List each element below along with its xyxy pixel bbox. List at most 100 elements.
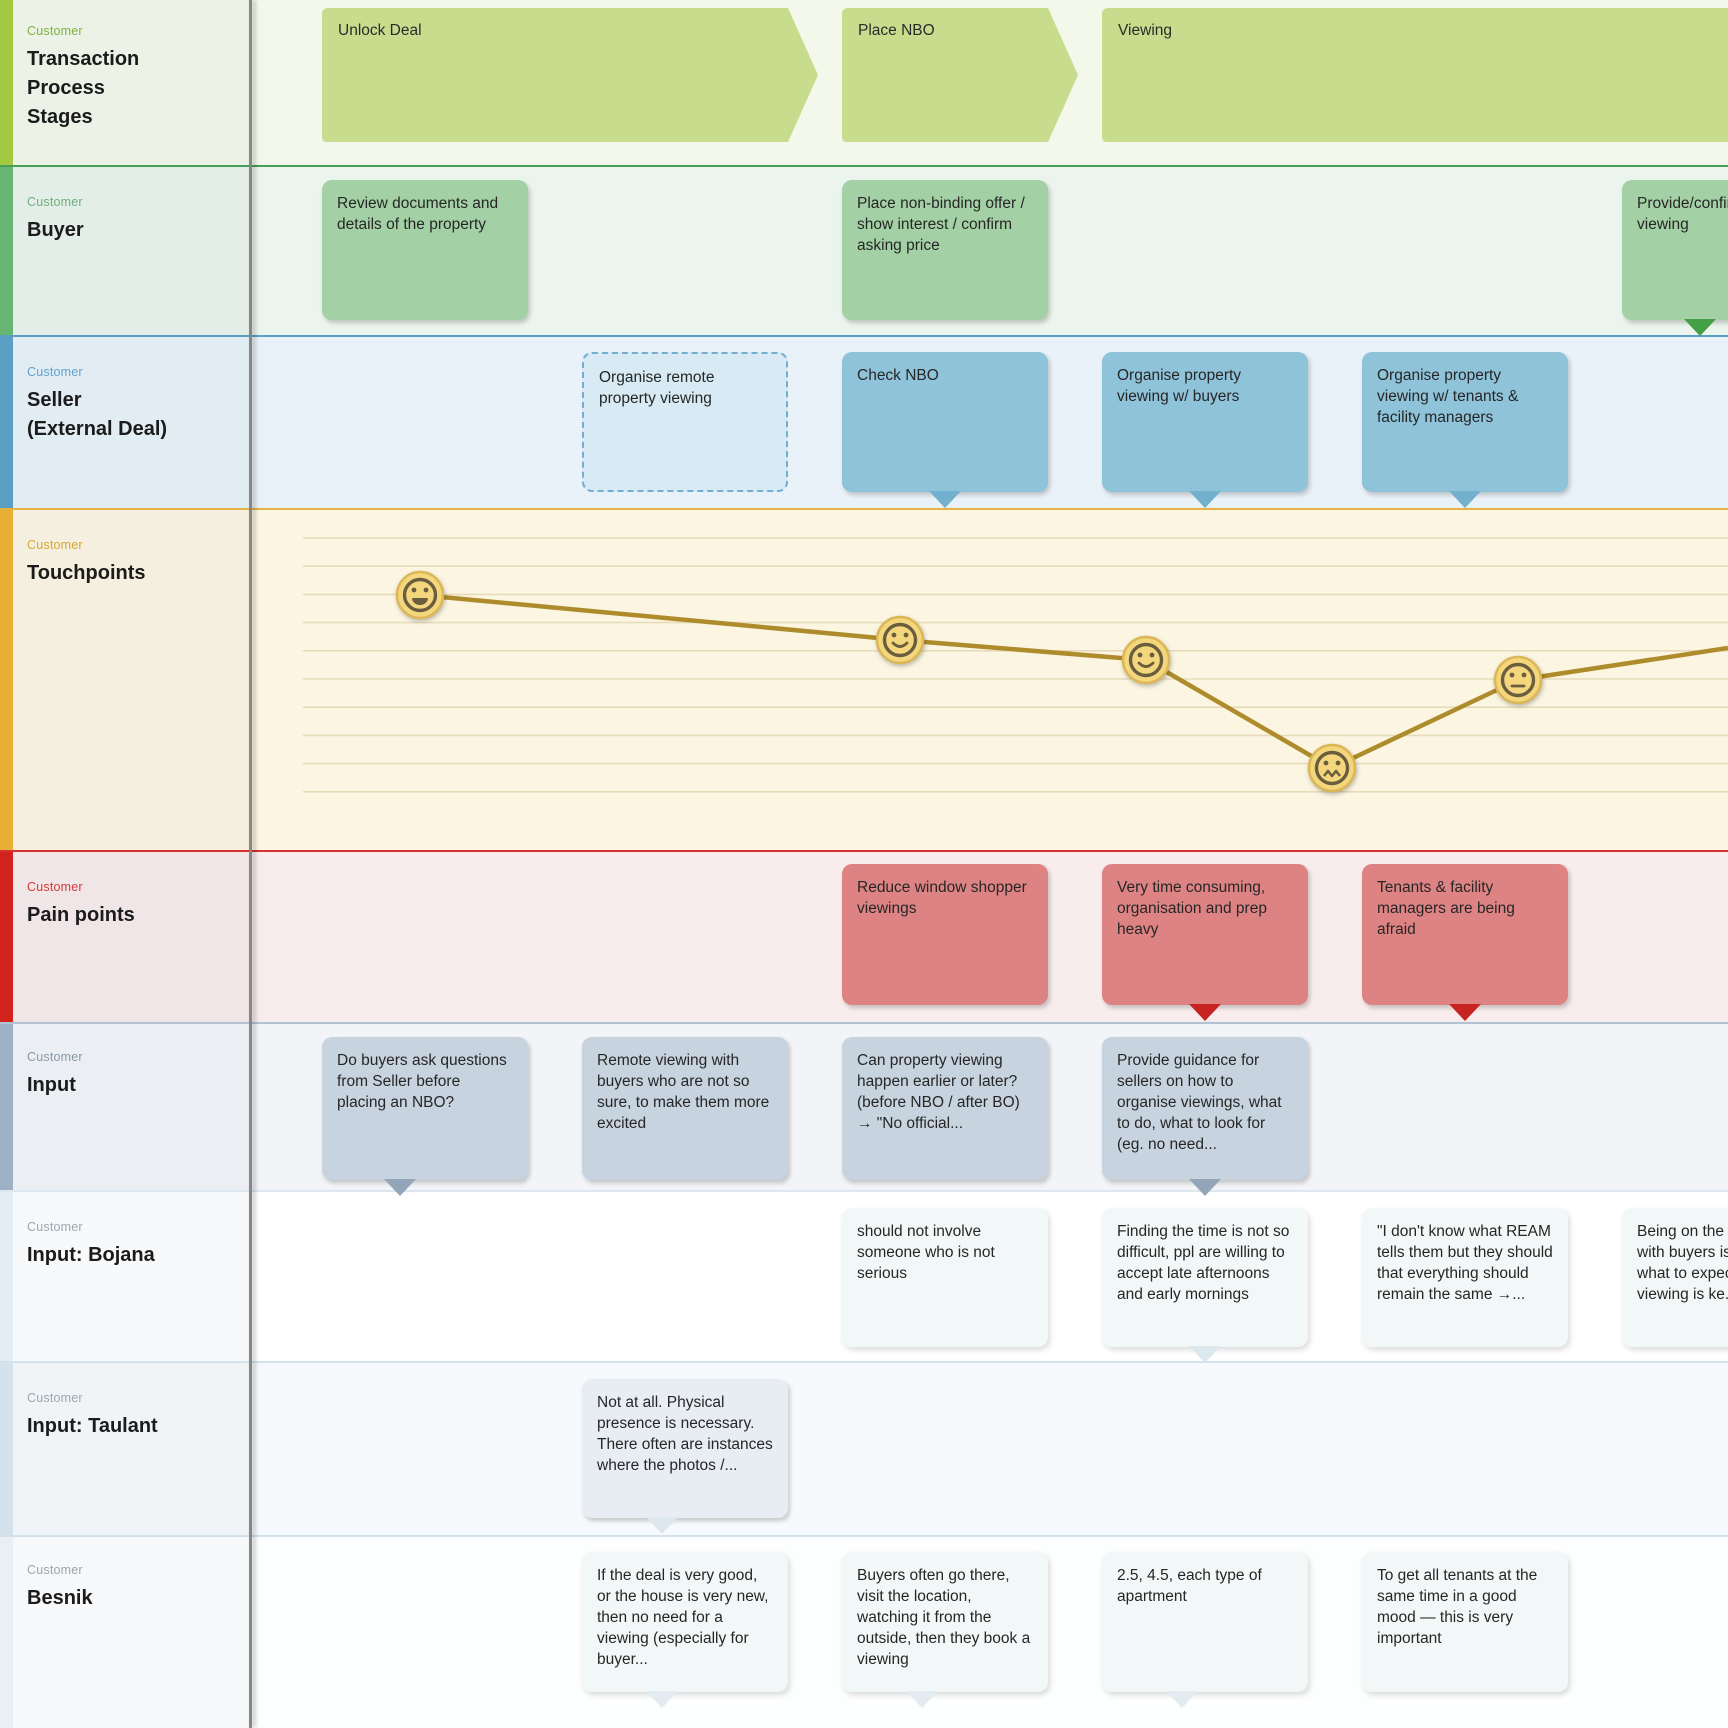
row-title: Besnik xyxy=(27,1587,93,1609)
row-title: Input: Bojana xyxy=(27,1244,155,1266)
row-label-cell xyxy=(13,167,252,335)
bubble-same-page-with-buyers[interactable]: Being on the same page with buyers is im… xyxy=(1622,1208,1728,1347)
customer-tag: Customer xyxy=(27,1391,83,1405)
row-header: Customer Pain points xyxy=(27,880,135,930)
bubble-tail xyxy=(842,1146,854,1180)
row-title: Input: Taulant xyxy=(27,1415,158,1437)
row-label-cell xyxy=(13,1363,252,1535)
bubble-text: To get all tenants at the same time in a… xyxy=(1377,1567,1538,1647)
bubble-viewing-earlier-later[interactable]: Can property viewing happen earlier or l… xyxy=(842,1037,1048,1180)
stage-label: Viewing xyxy=(1118,22,1173,39)
row-title: Touchpoints xyxy=(27,562,146,584)
row-title: Input xyxy=(27,1074,76,1096)
sticky-text: Reduce window shopper viewings xyxy=(857,879,1027,917)
bubble-ream-tells-them[interactable]: "I don't know what REAM tells them but t… xyxy=(1362,1208,1568,1347)
sentiment-line xyxy=(419,592,1728,771)
bubble-finding-time[interactable]: Finding the time is not so difficult, pp… xyxy=(1102,1208,1308,1347)
sticky-time-consuming[interactable]: Very time consuming, organisation and pr… xyxy=(1102,864,1308,1005)
row-color-bar xyxy=(0,852,13,1022)
sticky-text: Organise remote property viewing xyxy=(599,369,715,407)
sticky-text: Place non-binding offer / show interest … xyxy=(857,195,1025,254)
bubble-tail xyxy=(1102,1146,1114,1180)
sticky-organise-viewing-tenants[interactable]: Organise property viewing w/ tenants & f… xyxy=(1362,352,1568,492)
frame-divider-line xyxy=(249,0,252,1728)
bubble-all-tenants-good-mood[interactable]: To get all tenants at the same time in a… xyxy=(1362,1552,1568,1692)
row-label-cell xyxy=(13,1024,252,1190)
emoji-smile-icon[interactable] xyxy=(1121,635,1171,685)
emoji-smile-icon[interactable] xyxy=(875,615,925,665)
row-title: Transaction Process Stages xyxy=(27,48,140,128)
row-label-cell xyxy=(13,1192,252,1361)
row-color-bar xyxy=(0,167,13,335)
row-color-bar xyxy=(0,1192,13,1361)
bubble-text: Buyers often go there, visit the locatio… xyxy=(857,1567,1031,1668)
row-label-cell xyxy=(13,852,252,1022)
sticky-provide-confirm-viewing[interactable]: Provide/confirm property viewing xyxy=(1622,180,1728,320)
stage-arrow-unlock-deal[interactable]: Unlock Deal xyxy=(322,8,818,142)
sticky-text: Organise property viewing w/ tenants & f… xyxy=(1377,367,1519,426)
sticky-organise-remote-viewing[interactable]: Organise remote property viewing xyxy=(582,352,788,492)
bubble-text: Not at all. Physical presence is necessa… xyxy=(597,1394,773,1474)
bubble-apartment-types[interactable]: 2.5, 4.5, each type of apartment xyxy=(1102,1552,1308,1692)
row-color-bar xyxy=(0,0,13,165)
bubble-text: Can property viewing happen earlier or l… xyxy=(857,1052,1020,1132)
row-color-bar xyxy=(0,1024,13,1190)
bubble-text: 2.5, 4.5, each type of apartment xyxy=(1117,1567,1262,1605)
sticky-check-nbo[interactable]: Check NBO xyxy=(842,352,1048,492)
sticky-text: Tenants & facility managers are being af… xyxy=(1377,879,1515,938)
bubble-tail xyxy=(582,1146,594,1180)
row-header: Customer Besnik xyxy=(27,1563,93,1613)
sticky-reduce-window-shoppers[interactable]: Reduce window shopper viewings xyxy=(842,864,1048,1005)
bubble-physical-presence[interactable]: Not at all. Physical presence is necessa… xyxy=(582,1379,788,1518)
sticky-text: Very time consuming, organisation and pr… xyxy=(1117,879,1267,938)
row-header: Customer Buyer xyxy=(27,195,84,245)
sticky-text: Provide/confirm property viewing xyxy=(1637,195,1728,233)
customer-tag: Customer xyxy=(27,880,83,894)
bubble-provide-guidance[interactable]: Provide guidance for sellers on how to o… xyxy=(1102,1037,1308,1180)
sticky-tenants-afraid[interactable]: Tenants & facility managers are being af… xyxy=(1362,864,1568,1005)
row-color-bar xyxy=(0,510,13,850)
bubble-buyers-go-there[interactable]: Buyers often go there, visit the locatio… xyxy=(842,1552,1048,1692)
row-color-bar xyxy=(0,1363,13,1535)
sticky-text: Organise property viewing w/ buyers xyxy=(1117,367,1242,405)
bubble-text: Being on the same page with buyers is im… xyxy=(1637,1223,1728,1303)
bubble-buyers-ask-questions[interactable]: Do buyers ask questions from Seller befo… xyxy=(322,1037,528,1180)
sticky-place-nbo-offer[interactable]: Place non-binding offer / show interest … xyxy=(842,180,1048,320)
bubble-remote-viewing[interactable]: Remote viewing with buyers who are not s… xyxy=(582,1037,788,1180)
bubble-text: Do buyers ask questions from Seller befo… xyxy=(337,1052,507,1111)
sticky-text: Check NBO xyxy=(857,367,939,384)
bubble-tail xyxy=(842,1313,854,1347)
emoji-distressed-icon[interactable] xyxy=(1307,743,1357,793)
bubble-text: Finding the time is not so difficult, pp… xyxy=(1117,1223,1290,1303)
customer-tag: Customer xyxy=(27,1220,83,1234)
bubble-tail xyxy=(1102,1313,1114,1347)
row-header: Customer Touchpoints xyxy=(27,538,146,588)
customer-tag: Customer xyxy=(27,1563,83,1577)
sticky-review-documents[interactable]: Review documents and details of the prop… xyxy=(322,180,528,320)
row-title: Pain points xyxy=(27,904,135,926)
row-header: Customer Transaction Process Stages xyxy=(27,24,139,132)
customer-tag: Customer xyxy=(27,195,83,209)
customer-tag: Customer xyxy=(27,1050,83,1064)
bubble-text: should not involve someone who is not se… xyxy=(857,1223,995,1282)
row-header: Customer Input xyxy=(27,1050,83,1100)
bubble-tail xyxy=(322,1146,334,1180)
bubble-text: Provide guidance for sellers on how to o… xyxy=(1117,1052,1282,1153)
row-title: Seller (External Deal) xyxy=(27,389,168,440)
stage-arrow-place-nbo[interactable]: Place NBO xyxy=(842,8,1078,142)
customer-tag: Customer xyxy=(27,24,83,38)
bubble-not-involve-not-serious[interactable]: should not involve someone who is not se… xyxy=(842,1208,1048,1347)
row-title: Buyer xyxy=(27,219,84,241)
row-color-bar xyxy=(0,337,13,508)
emoji-grin-icon[interactable] xyxy=(395,570,445,620)
bubble-tail xyxy=(1622,1313,1634,1347)
emoji-neutral-icon[interactable] xyxy=(1493,655,1543,705)
customer-tag: Customer xyxy=(27,365,83,379)
stage-label: Place NBO xyxy=(858,22,935,39)
sticky-organise-viewing-buyers[interactable]: Organise property viewing w/ buyers xyxy=(1102,352,1308,492)
row-header: Customer Input: Bojana xyxy=(27,1220,155,1270)
bubble-deal-very-good[interactable]: If the deal is very good, or the house i… xyxy=(582,1552,788,1692)
row-header: Customer Seller (External Deal) xyxy=(27,365,167,444)
stage-arrow-viewing[interactable]: Viewing xyxy=(1102,8,1728,142)
bubble-text: If the deal is very good, or the house i… xyxy=(597,1567,769,1668)
